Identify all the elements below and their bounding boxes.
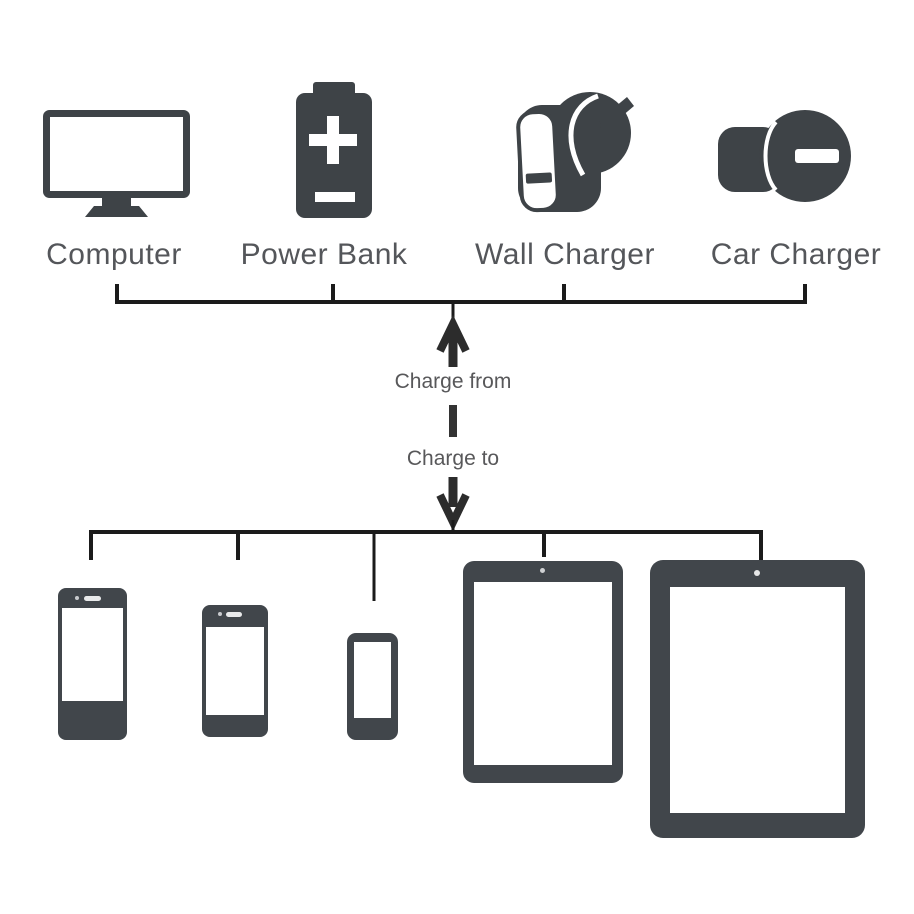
tablet-camera-dot (754, 570, 760, 576)
top-bracket (115, 284, 807, 320)
smartphone-medium-icon (202, 605, 268, 737)
charge-to-arrow-icon (436, 477, 470, 532)
phone-speaker-slot (84, 596, 101, 601)
tablet-screen (474, 582, 612, 765)
source-label-car-charger: Car Charger (710, 238, 882, 271)
phone-camera-dot (75, 596, 79, 600)
smartphone-small-icon (347, 633, 398, 740)
source-label-power-bank: Power Bank (240, 238, 408, 271)
wall-charger-plug-icon (516, 92, 634, 213)
bottom-bracket (89, 530, 763, 601)
phone-screen (354, 642, 391, 718)
phone-screen (62, 608, 123, 701)
source-label-wall-charger: Wall Charger (475, 238, 655, 271)
tablet-camera-dot (540, 568, 545, 573)
source-label-computer: Computer (46, 238, 182, 271)
computer-monitor-icon (43, 110, 190, 217)
tablet-large-icon (650, 560, 865, 838)
phone-camera-dot (218, 612, 222, 616)
charge-to-label: Charge to (406, 447, 500, 470)
smartphone-large-icon (58, 588, 127, 740)
tablet-screen (670, 587, 845, 813)
phone-speaker-slot (226, 612, 242, 617)
power-bank-battery-icon (296, 82, 372, 218)
charge-from-arrow-icon (436, 314, 470, 367)
phone-screen (206, 627, 264, 715)
charge-from-label: Charge from (394, 370, 512, 393)
car-charger-icon (718, 110, 851, 202)
tablet-small-icon (463, 561, 623, 783)
